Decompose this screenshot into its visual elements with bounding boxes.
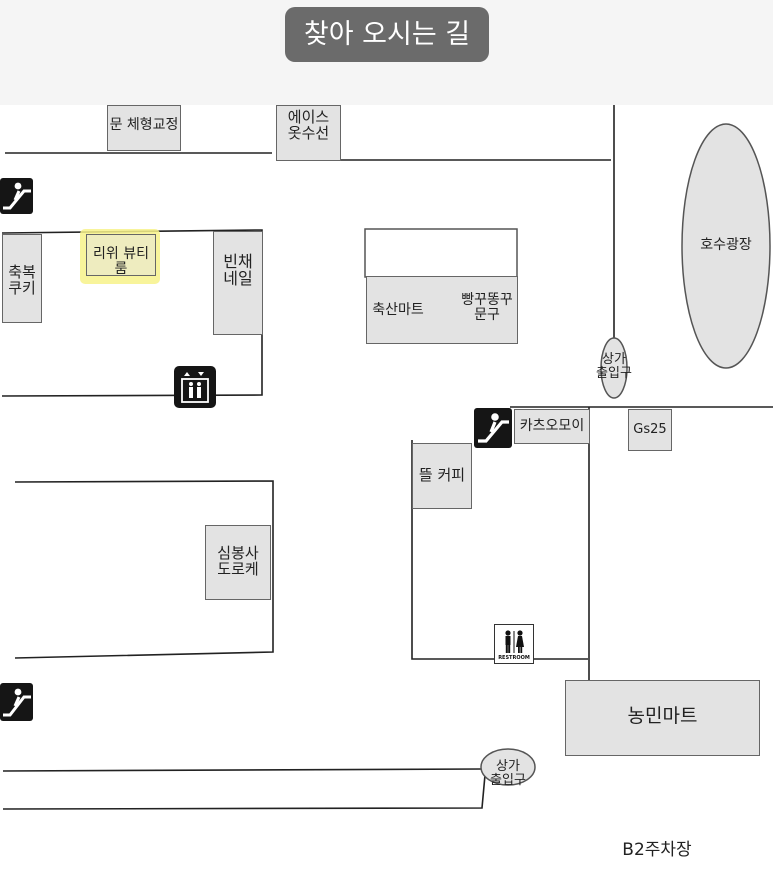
store-butcher[interactable]	[366, 276, 518, 344]
store-ace-optician[interactable]: 에이스 옷수선	[276, 105, 341, 161]
escalator-icon[interactable]	[474, 408, 512, 448]
store-nongmin-mart[interactable]: 농민마트	[565, 680, 760, 756]
restroom-label: RESTROOM	[498, 655, 530, 661]
store-gs25[interactable]: Gs25	[628, 409, 672, 451]
store-bichae-nail[interactable]: 빈채 네일	[213, 231, 263, 335]
store-katsu[interactable]: 카츠오모이	[514, 409, 590, 444]
store-lake-plaza[interactable]: 호수광장	[700, 237, 752, 253]
page-title: 찾아 오시는 길	[285, 7, 489, 62]
mall-entrance-top[interactable]: 상가 출입구	[596, 352, 632, 381]
store-top-left[interactable]: 문 체형교정	[107, 105, 181, 151]
store-coffee[interactable]: 뜰 커피	[412, 443, 472, 509]
mall-entrance-bottom[interactable]: 상가 출입구	[490, 759, 526, 788]
restroom-icon[interactable]: RESTROOM	[494, 624, 534, 664]
elevator-icon[interactable]	[174, 366, 216, 408]
store-chukbok-cookie[interactable]: 축복 쿠키	[2, 234, 42, 323]
store-simbongsa[interactable]: 심봉사 도로케	[205, 525, 271, 600]
parking-b2[interactable]: B2주차장	[622, 840, 692, 860]
mall-entrance-bottom-shape	[480, 748, 536, 786]
store-butcher-label: 축산마트	[372, 302, 424, 318]
butcher-upper-shape	[364, 228, 518, 278]
mall-entrance-top-shape	[600, 337, 628, 399]
escalator-icon[interactable]	[0, 683, 33, 721]
store-liwi-beauty[interactable]: 리위 뷰티룸	[86, 234, 156, 276]
store-stationery-label: 빵꾸똥꾸 문구	[461, 292, 513, 323]
escalator-icon[interactable]	[0, 178, 33, 214]
lake-plaza-shape	[681, 123, 771, 369]
